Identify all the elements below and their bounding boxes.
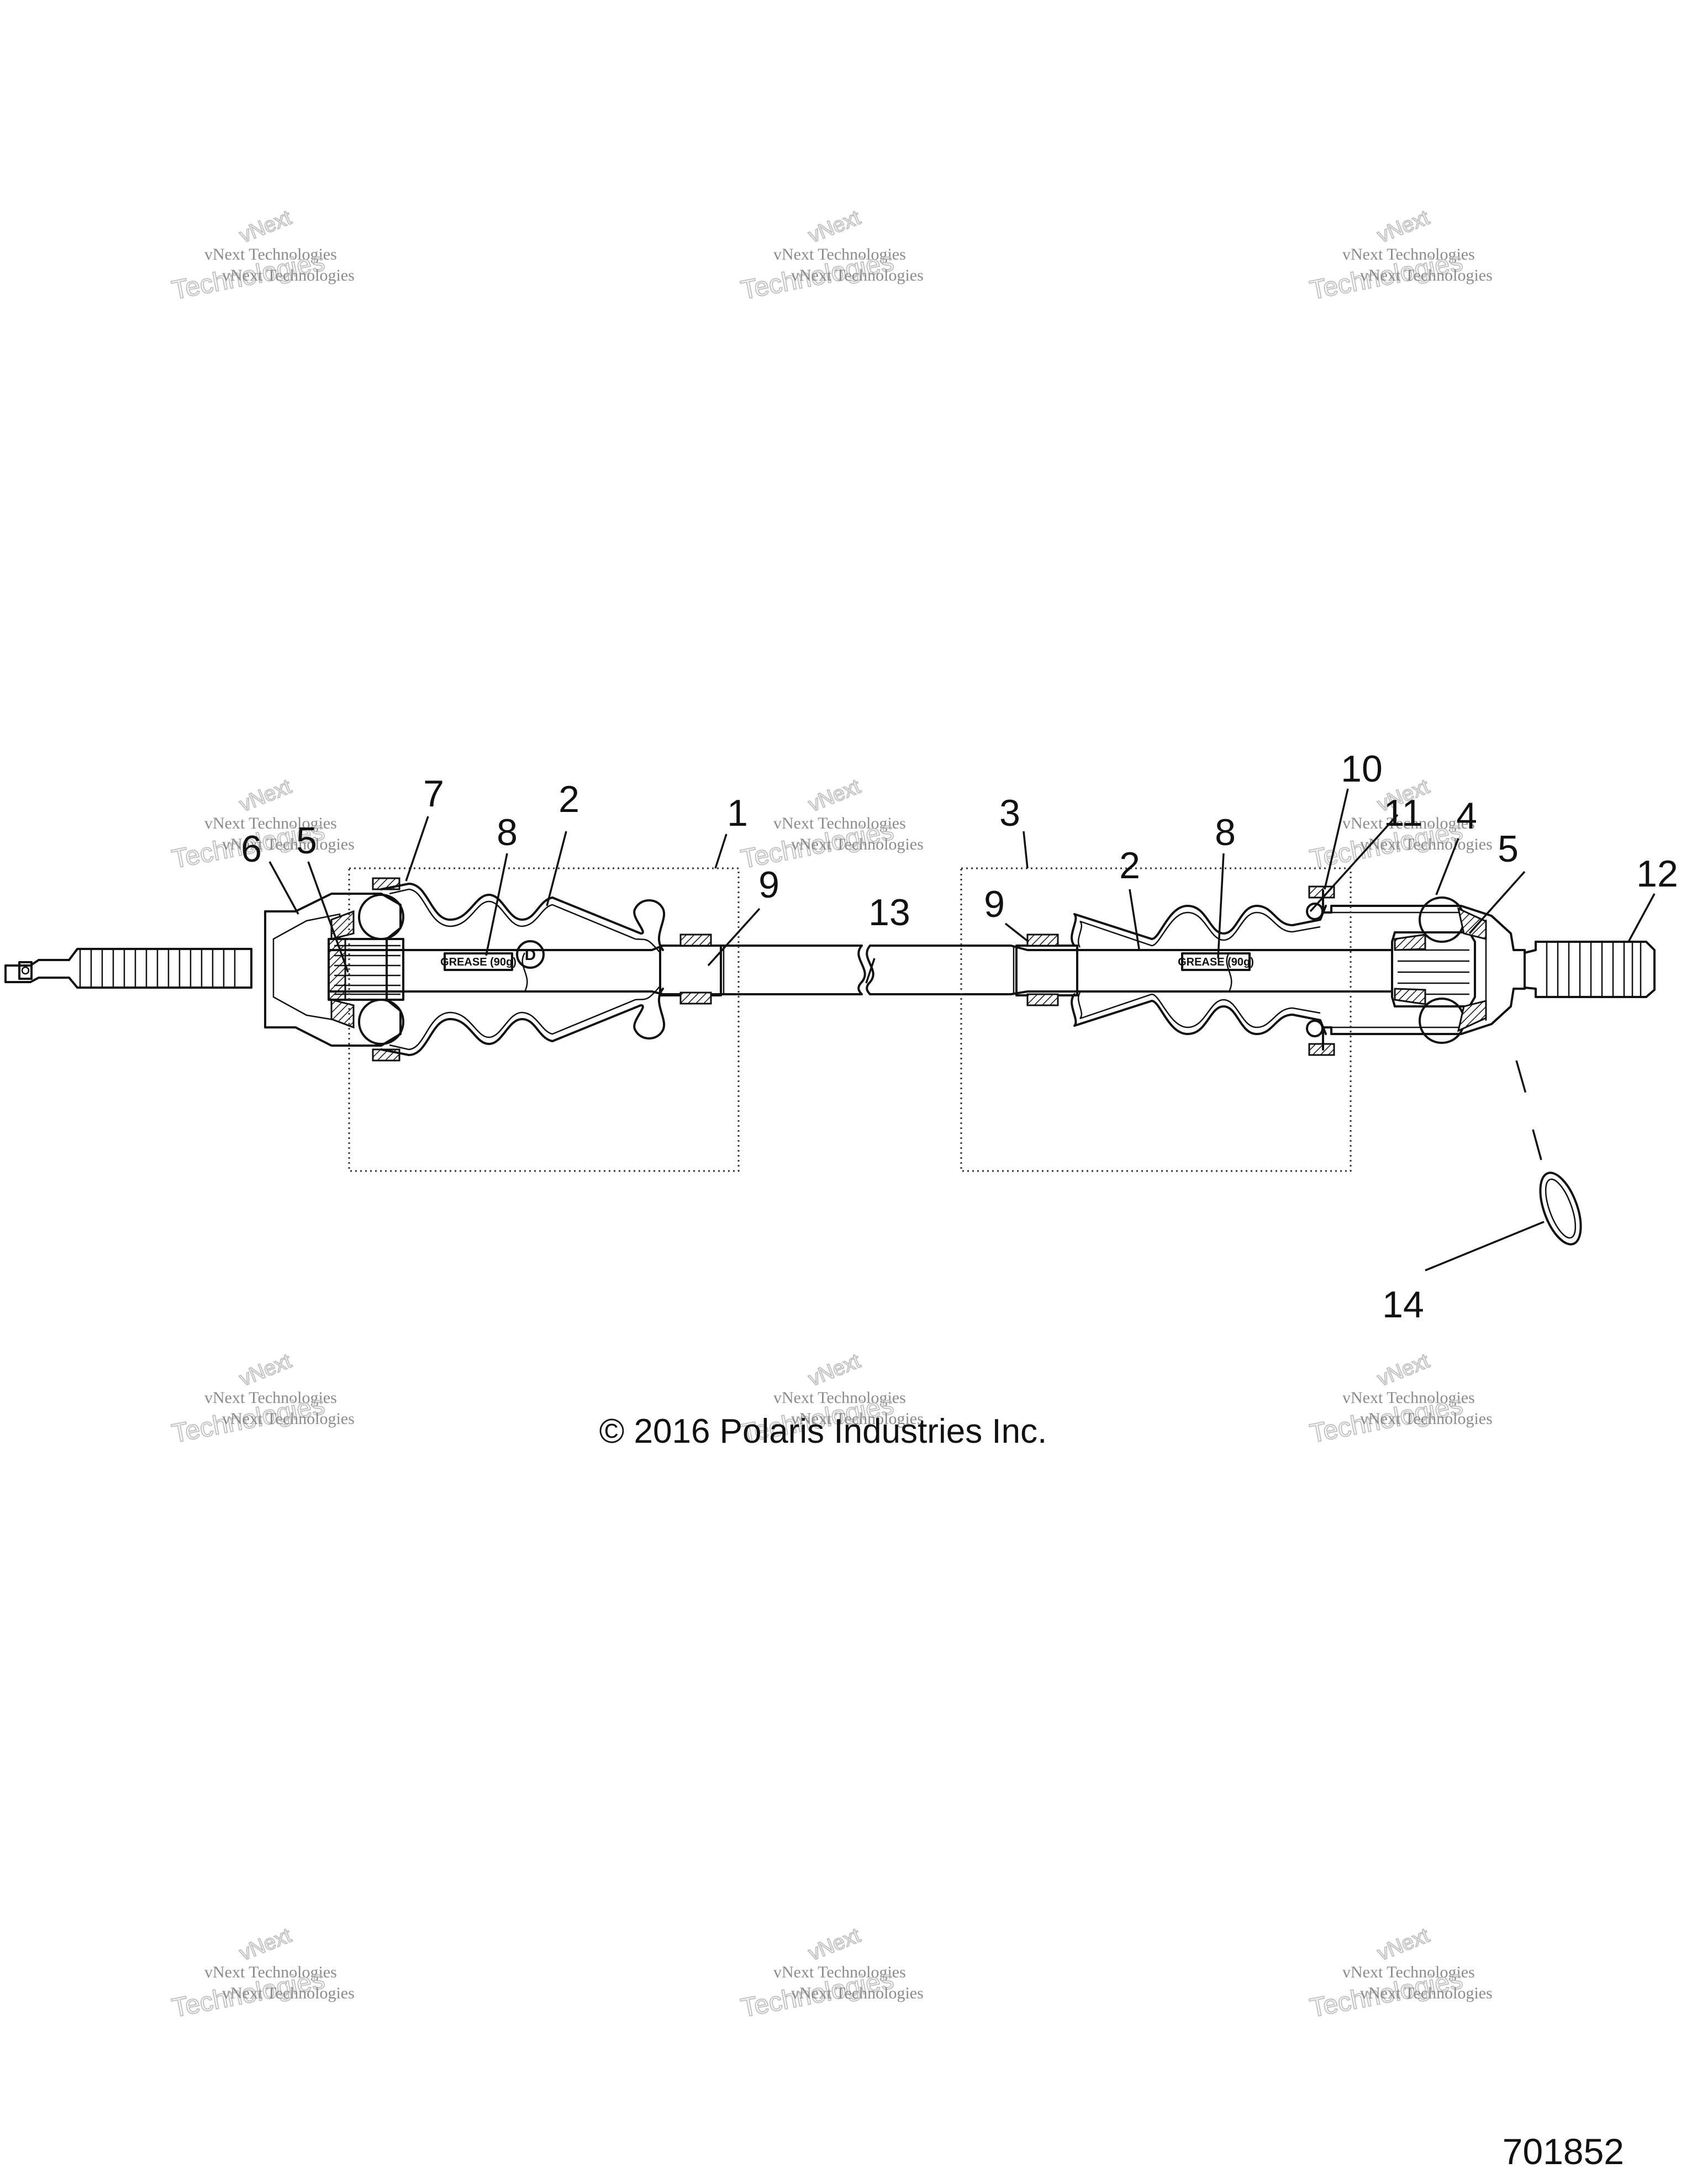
callout-9: 9 <box>984 883 1005 925</box>
left-cv-housing <box>264 893 404 1047</box>
svg-text:vNext Technologies: vNext Technologies <box>791 266 924 284</box>
watermark: vNext vNext Technologies Technologies vN… <box>169 1923 355 2024</box>
svg-text:vNext Technologies: vNext Technologies <box>222 1984 355 2002</box>
callout-7: 7 <box>423 773 444 815</box>
svg-text:vNext: vNext <box>805 1349 864 1391</box>
callout-6: 6 <box>241 828 262 870</box>
left-spline-stub <box>4 948 252 989</box>
callout-13: 13 <box>868 891 910 933</box>
svg-text:vNext Technologies: vNext Technologies <box>791 1984 924 2002</box>
callout-8: 8 <box>497 811 518 853</box>
callouts: 1 2 2 3 4 5 5 6 7 8 8 9 9 10 11 12 13 14 <box>241 748 1678 1326</box>
svg-text:vNext Technologies: vNext Technologies <box>1360 1984 1493 2002</box>
callout-5: 5 <box>296 820 317 862</box>
watermark: vNext vNext Technologies Technologies vN… <box>1307 1349 1493 1449</box>
svg-text:vNext Technologies: vNext Technologies <box>204 1389 337 1407</box>
callout-5: 5 <box>1498 828 1519 870</box>
svg-text:vNext: vNext <box>1374 1924 1433 1965</box>
svg-text:vNext: vNext <box>805 1924 864 1965</box>
svg-text:vNext: vNext <box>236 1924 295 1965</box>
watermark: vNext vNext Technologies Technologies vN… <box>169 1349 355 1449</box>
watermark: vNext vNext Technologies Technologies vN… <box>738 205 924 306</box>
callout-9: 9 <box>758 864 779 906</box>
svg-text:vNext Technologies: vNext Technologies <box>1342 245 1475 263</box>
figure-number: 701852 <box>1503 2131 1624 2172</box>
svg-text:vNext Technologies: vNext Technologies <box>222 266 355 284</box>
watermark: vNext vNext Technologies Technologies vN… <box>1307 205 1493 306</box>
callout-8: 8 <box>1215 811 1236 853</box>
svg-text:vNext Technologies: vNext Technologies <box>222 835 355 853</box>
svg-text:vNext: vNext <box>236 775 295 816</box>
leader-lines <box>268 788 1656 1272</box>
damper-bands <box>679 933 1059 1006</box>
svg-text:vNext Technologies: vNext Technologies <box>773 1963 906 1981</box>
svg-text:vNext: vNext <box>236 1349 295 1391</box>
svg-text:vNext Technologies: vNext Technologies <box>204 814 337 832</box>
svg-text:vNext: vNext <box>805 775 864 816</box>
svg-text:vNext: vNext <box>1374 1349 1433 1391</box>
svg-text:vNext: vNext <box>1374 206 1433 247</box>
svg-text:vNext Technologies: vNext Technologies <box>791 835 924 853</box>
kit-box-left <box>348 867 740 1172</box>
right-spline-stub <box>1524 941 1656 998</box>
watermark: vNext vNext Technologies Technologies vN… <box>169 205 355 306</box>
grease-label: GREASE (90g) <box>440 956 517 968</box>
kit-box-right <box>960 867 1352 1172</box>
callout-1: 1 <box>727 792 748 834</box>
callout-12: 12 <box>1636 853 1678 895</box>
svg-text:vNext Technologies: vNext Technologies <box>791 1410 924 1428</box>
svg-text:vNext Technologies: vNext Technologies <box>222 1410 355 1428</box>
callout-4: 4 <box>1456 795 1477 837</box>
retaining-ring <box>1515 1060 1582 1246</box>
callout-2: 2 <box>1119 845 1140 887</box>
svg-text:vNext Technologies: vNext Technologies <box>773 814 906 832</box>
svg-text:vNext Technologies: vNext Technologies <box>773 245 906 263</box>
callout-3: 3 <box>999 792 1020 834</box>
right-boot: GREASE (90g) <box>1071 885 1335 1056</box>
right-cv-housing <box>1322 889 1526 1051</box>
svg-text:vNext Technologies: vNext Technologies <box>204 1963 337 1981</box>
watermark: vNext vNext Technologies Technologies vN… <box>1307 1923 1493 2024</box>
boot-marker: D <box>525 946 536 963</box>
grease-label-right: GREASE (90g) <box>1178 956 1254 968</box>
copyright-notice: © 2016 Polaris Industries Inc. <box>599 1412 1047 1450</box>
svg-text:vNext Technologies: vNext Technologies <box>1342 814 1475 832</box>
svg-text:vNext Technologies: vNext Technologies <box>1360 266 1493 284</box>
svg-text:vNext Technologies: vNext Technologies <box>1360 835 1493 853</box>
svg-text:vNext Technologies: vNext Technologies <box>1360 1410 1493 1428</box>
svg-text:vNext Technologies: vNext Technologies <box>1342 1389 1475 1407</box>
watermark: vNext vNext Technologies Technologies vN… <box>738 1923 924 2024</box>
svg-text:vNext: vNext <box>805 206 864 247</box>
svg-text:vNext: vNext <box>236 206 295 247</box>
callout-2: 2 <box>558 778 579 820</box>
callout-11: 11 <box>1384 792 1423 834</box>
callout-10: 10 <box>1341 748 1383 790</box>
left-boot: GREASE (90g) D <box>372 877 665 1062</box>
svg-text:vNext Technologies: vNext Technologies <box>204 245 337 263</box>
svg-text:vNext Technologies: vNext Technologies <box>773 1389 906 1407</box>
svg-text:vNext Technologies: vNext Technologies <box>1342 1963 1475 1981</box>
callout-14: 14 <box>1382 1284 1424 1326</box>
watermark: vNext vNext Technologies Technologies vN… <box>169 774 355 875</box>
watermark-grid: vNext vNext Technologies Technologies vN… <box>169 205 1493 2024</box>
watermark: vNext vNext Technologies Technologies vN… <box>738 774 924 875</box>
